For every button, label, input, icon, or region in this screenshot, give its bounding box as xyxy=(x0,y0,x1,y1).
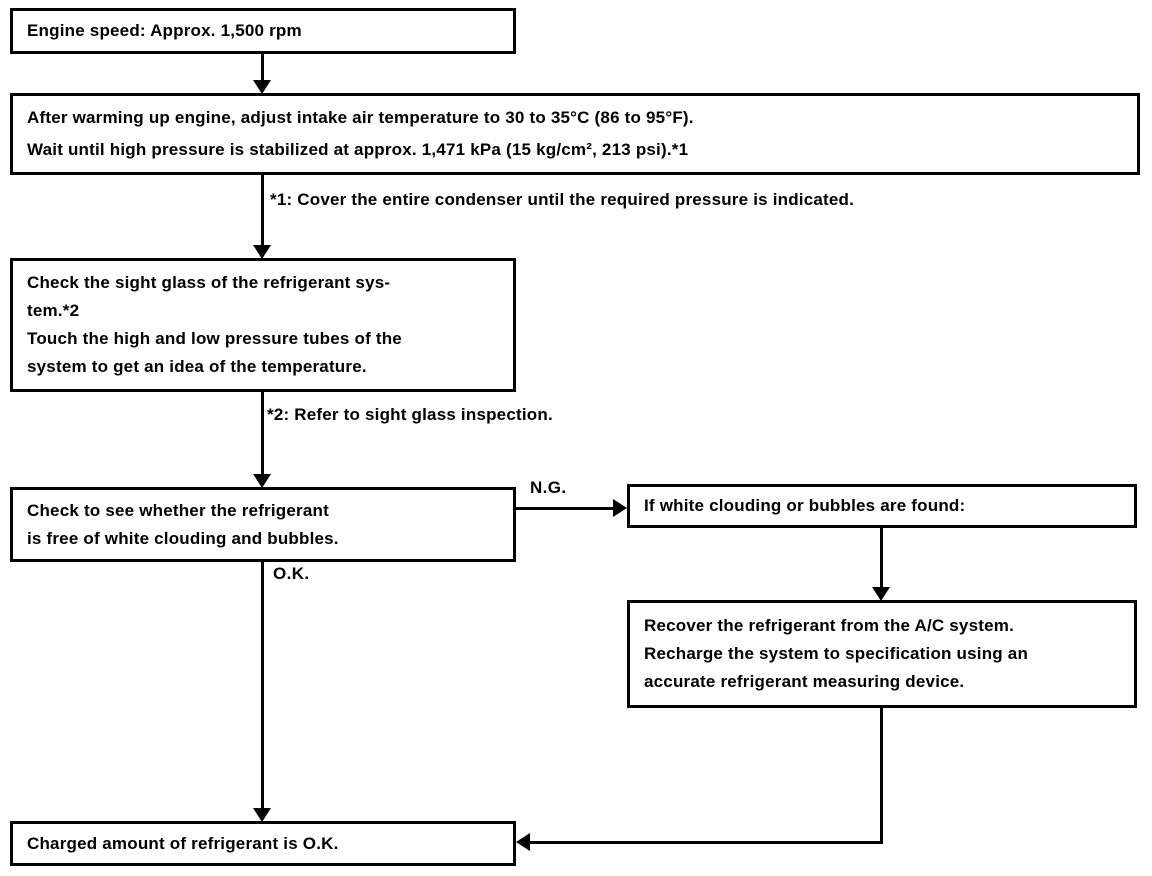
connector-ok-line xyxy=(261,562,264,810)
edge-label-ok: O.K. xyxy=(273,564,310,583)
connector-engine-to-warmup-line xyxy=(261,53,264,83)
connector-warmup-to-sightglass-line xyxy=(261,175,264,247)
box-text-if-found: If white clouding or bubbles are found: xyxy=(644,496,966,515)
connector-warmup-to-sightglass-arrowhead-icon xyxy=(253,245,271,259)
box-text-check-clouding: Check to see whether the refrigerant is … xyxy=(27,500,339,548)
connector-ng-line xyxy=(516,507,615,510)
connector-sightglass-to-check-arrowhead-icon xyxy=(253,474,271,488)
flowchart-box-warm-up: After warming up engine, adjust intake a… xyxy=(10,93,1140,175)
connector-iffound-to-recover-line xyxy=(880,528,883,590)
connector-recover-arrowhead-icon xyxy=(516,833,530,851)
footnote-2: *2: Refer to sight glass inspection. xyxy=(267,405,553,424)
flowchart-box-sight-glass: Check the sight glass of the refrigerant… xyxy=(10,258,516,392)
box-text-sight-glass: Check the sight glass of the refrigerant… xyxy=(27,273,402,376)
flowchart-box-engine-speed: Engine speed: Approx. 1,500 rpm xyxy=(10,8,516,54)
box-text-engine-speed: Engine speed: Approx. 1,500 rpm xyxy=(27,21,302,40)
connector-ok-arrowhead-icon xyxy=(253,808,271,822)
flowchart-box-recover-recharge: Recover the refrigerant from the A/C sys… xyxy=(627,600,1137,708)
footnote-1: *1: Cover the entire condenser until the… xyxy=(270,190,855,209)
connector-ng-arrowhead-icon xyxy=(613,499,627,517)
connector-recover-elbow-vertical-line xyxy=(880,708,883,844)
connector-iffound-to-recover-arrowhead-icon xyxy=(872,587,890,601)
box-text-warm-up: After warming up engine, adjust intake a… xyxy=(27,108,694,159)
connector-recover-elbow-horizontal-line xyxy=(529,841,883,844)
flowchart-box-if-found: If white clouding or bubbles are found: xyxy=(627,484,1137,528)
box-text-recover-recharge: Recover the refrigerant from the A/C sys… xyxy=(644,616,1029,691)
flowchart-box-check-clouding: Check to see whether the refrigerant is … xyxy=(10,487,516,562)
edge-label-ng: N.G. xyxy=(530,478,567,497)
connector-sightglass-to-check-line xyxy=(261,392,264,476)
box-text-charged-ok: Charged amount of refrigerant is O.K. xyxy=(27,833,339,853)
connector-engine-to-warmup-arrowhead-icon xyxy=(253,80,271,94)
flowchart-box-charged-ok: Charged amount of refrigerant is O.K. xyxy=(10,821,516,866)
